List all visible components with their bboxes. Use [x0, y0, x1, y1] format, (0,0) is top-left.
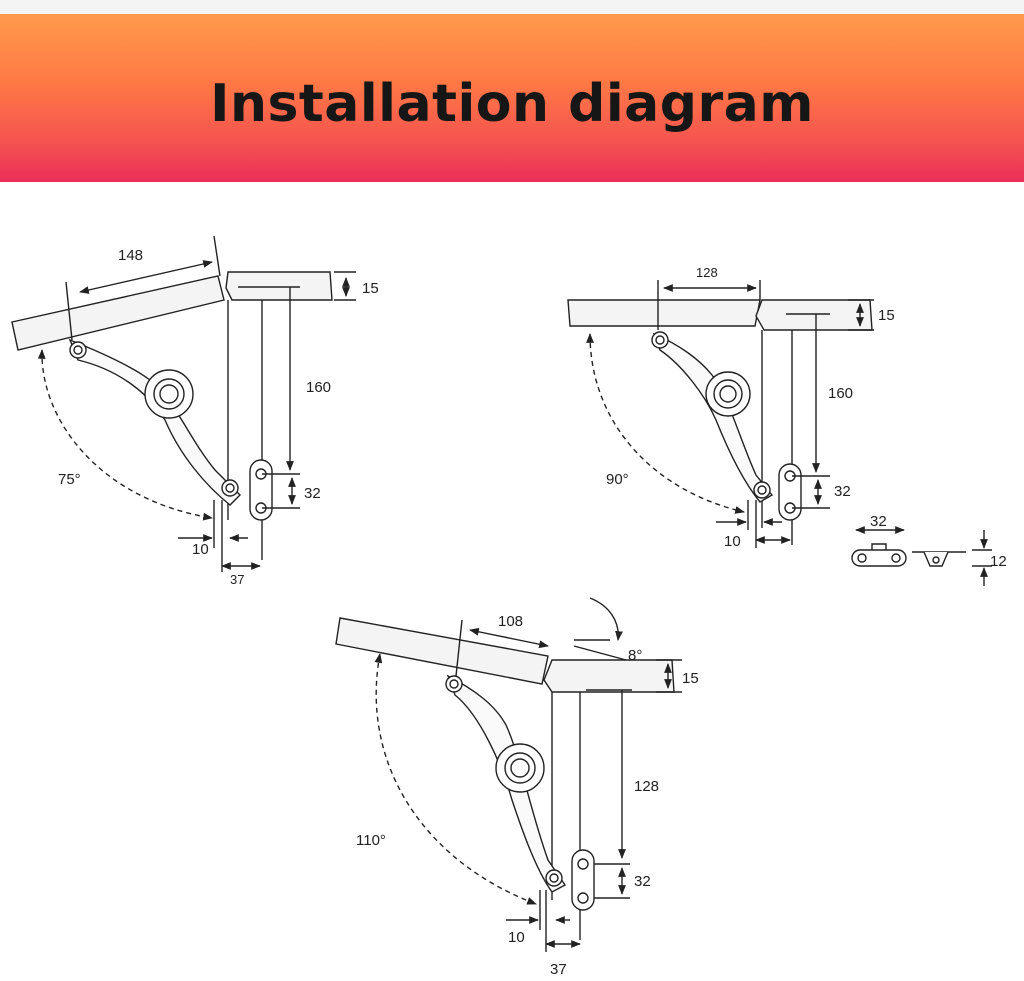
dim-plate-height: 12: [990, 553, 1007, 570]
dim-thickness-110: 15: [682, 670, 699, 687]
dim-spacing-90: 32: [834, 483, 851, 500]
page-title: Installation diagram: [210, 74, 814, 134]
dim-tilt-110: 8°: [628, 647, 642, 664]
hinge-diagram-90: [567, 280, 874, 548]
dim-arm-90: 128: [696, 265, 718, 280]
hinge-diagram-110: [335, 597, 682, 952]
dim-angle-90: 90°: [606, 471, 629, 488]
dim-arm-75: 148: [118, 247, 143, 264]
dim-offset-75: 10: [192, 541, 209, 558]
dim-plate-length: 32: [870, 513, 887, 530]
top-strip: [0, 0, 1024, 14]
dim-width-110: 37: [550, 961, 567, 978]
lid-panel: [567, 299, 761, 327]
dim-width-75: 37: [230, 572, 244, 587]
dim-height-90: 160: [828, 385, 853, 402]
dim-height-110: 128: [634, 778, 659, 795]
dim-offset-110: 10: [508, 929, 525, 946]
dim-angle-110: 110°: [356, 832, 386, 849]
dim-spacing-75: 32: [304, 485, 321, 502]
dim-thickness-75: 15: [362, 280, 379, 297]
title-banner: Installation diagram: [0, 14, 1024, 182]
hinge-arm: [652, 332, 774, 503]
dim-offset-90: 10: [724, 533, 741, 550]
dim-arm-110: 108: [498, 613, 523, 630]
cabinet-panel: [225, 271, 333, 301]
cabinet-panel: [755, 299, 873, 331]
hinge-diagram-75: [11, 235, 356, 572]
dim-height-75: 160: [306, 379, 331, 396]
dim-angle-75: 75°: [58, 471, 81, 488]
dim-thickness-90: 15: [878, 307, 895, 324]
dim-spacing-110: 32: [634, 873, 651, 890]
lid-panel: [11, 275, 225, 351]
plate-detail: [851, 526, 992, 586]
hinge-arm: [68, 338, 241, 506]
cabinet-panel: [543, 659, 675, 693]
